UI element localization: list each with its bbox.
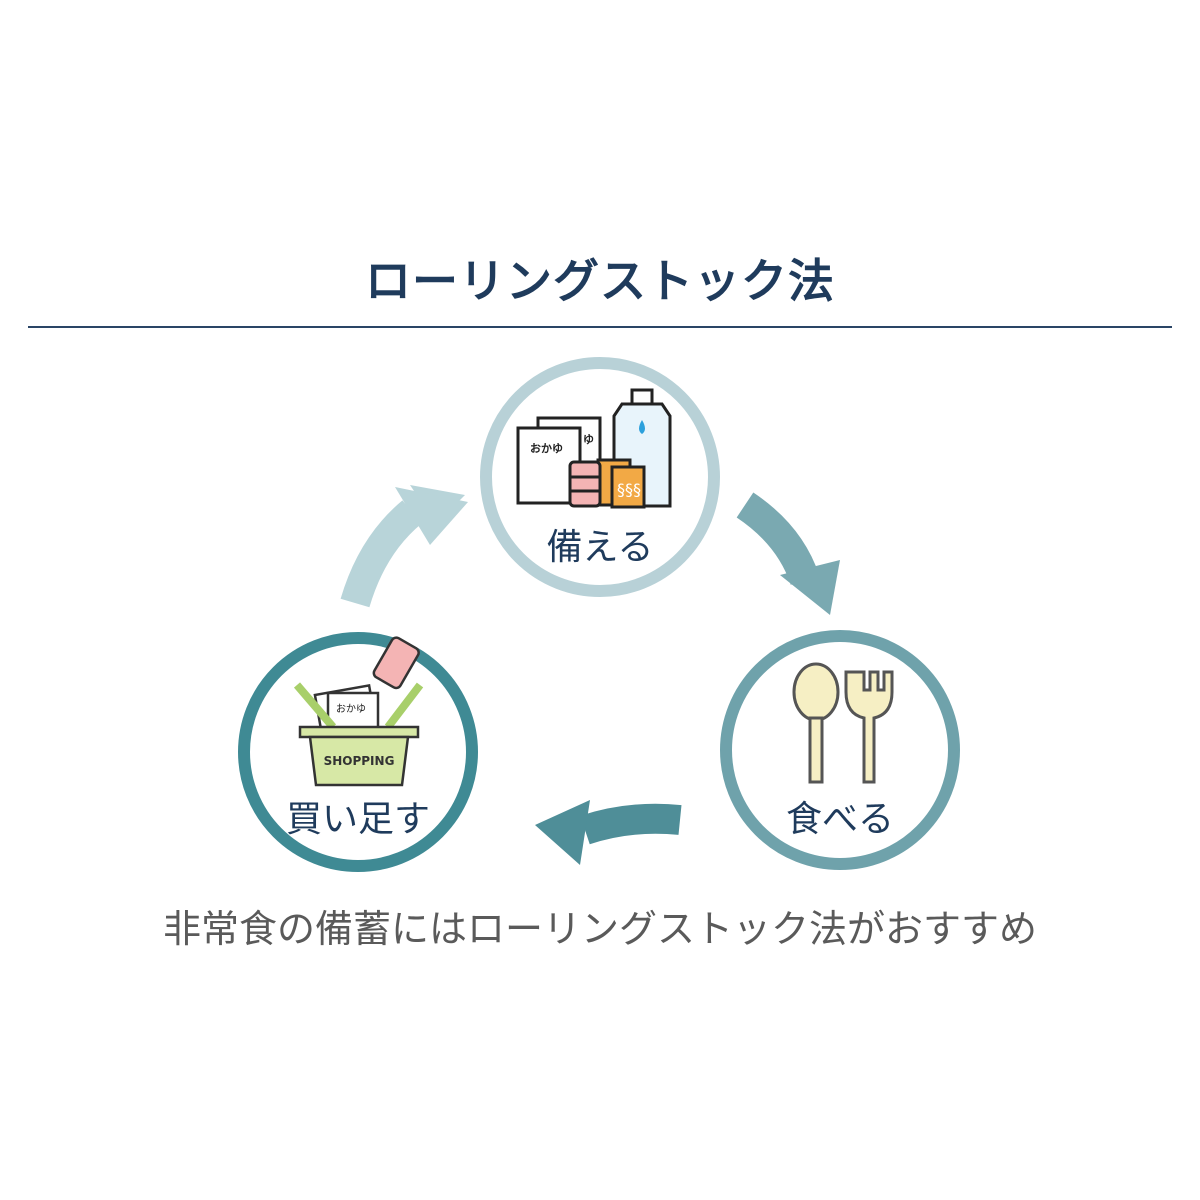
- emergency-food-icon: おかゆ ゆ §§§: [516, 388, 672, 509]
- spoon-fork-icon: [792, 662, 894, 784]
- step-label-eat: 食べる: [785, 799, 894, 840]
- ring-eat: [720, 630, 960, 870]
- step-label-prepare: 備える: [546, 527, 654, 568]
- svg-text:§§§: §§§: [617, 480, 641, 499]
- arrow-prepare-to-eat: [736, 492, 840, 615]
- arrow-eat-to-buy: [535, 800, 682, 865]
- shopping-basket-icon: おかゆ SHOPPING: [293, 636, 424, 787]
- caption: 非常食の備蓄にはローリングストック法がおすすめ: [162, 907, 1037, 951]
- arrow-buy-to-prepare: [340, 485, 468, 608]
- title-divider: [28, 326, 1172, 328]
- svg-text:SHOPPING: SHOPPING: [324, 754, 395, 768]
- svg-text:おかゆ: おかゆ: [336, 703, 366, 715]
- step-label-buy: 買い足す: [285, 799, 430, 840]
- svg-text:おかゆ: おかゆ: [530, 442, 563, 455]
- svg-text:ゆ: ゆ: [583, 433, 594, 446]
- page-title: ローリングストック法: [365, 254, 835, 308]
